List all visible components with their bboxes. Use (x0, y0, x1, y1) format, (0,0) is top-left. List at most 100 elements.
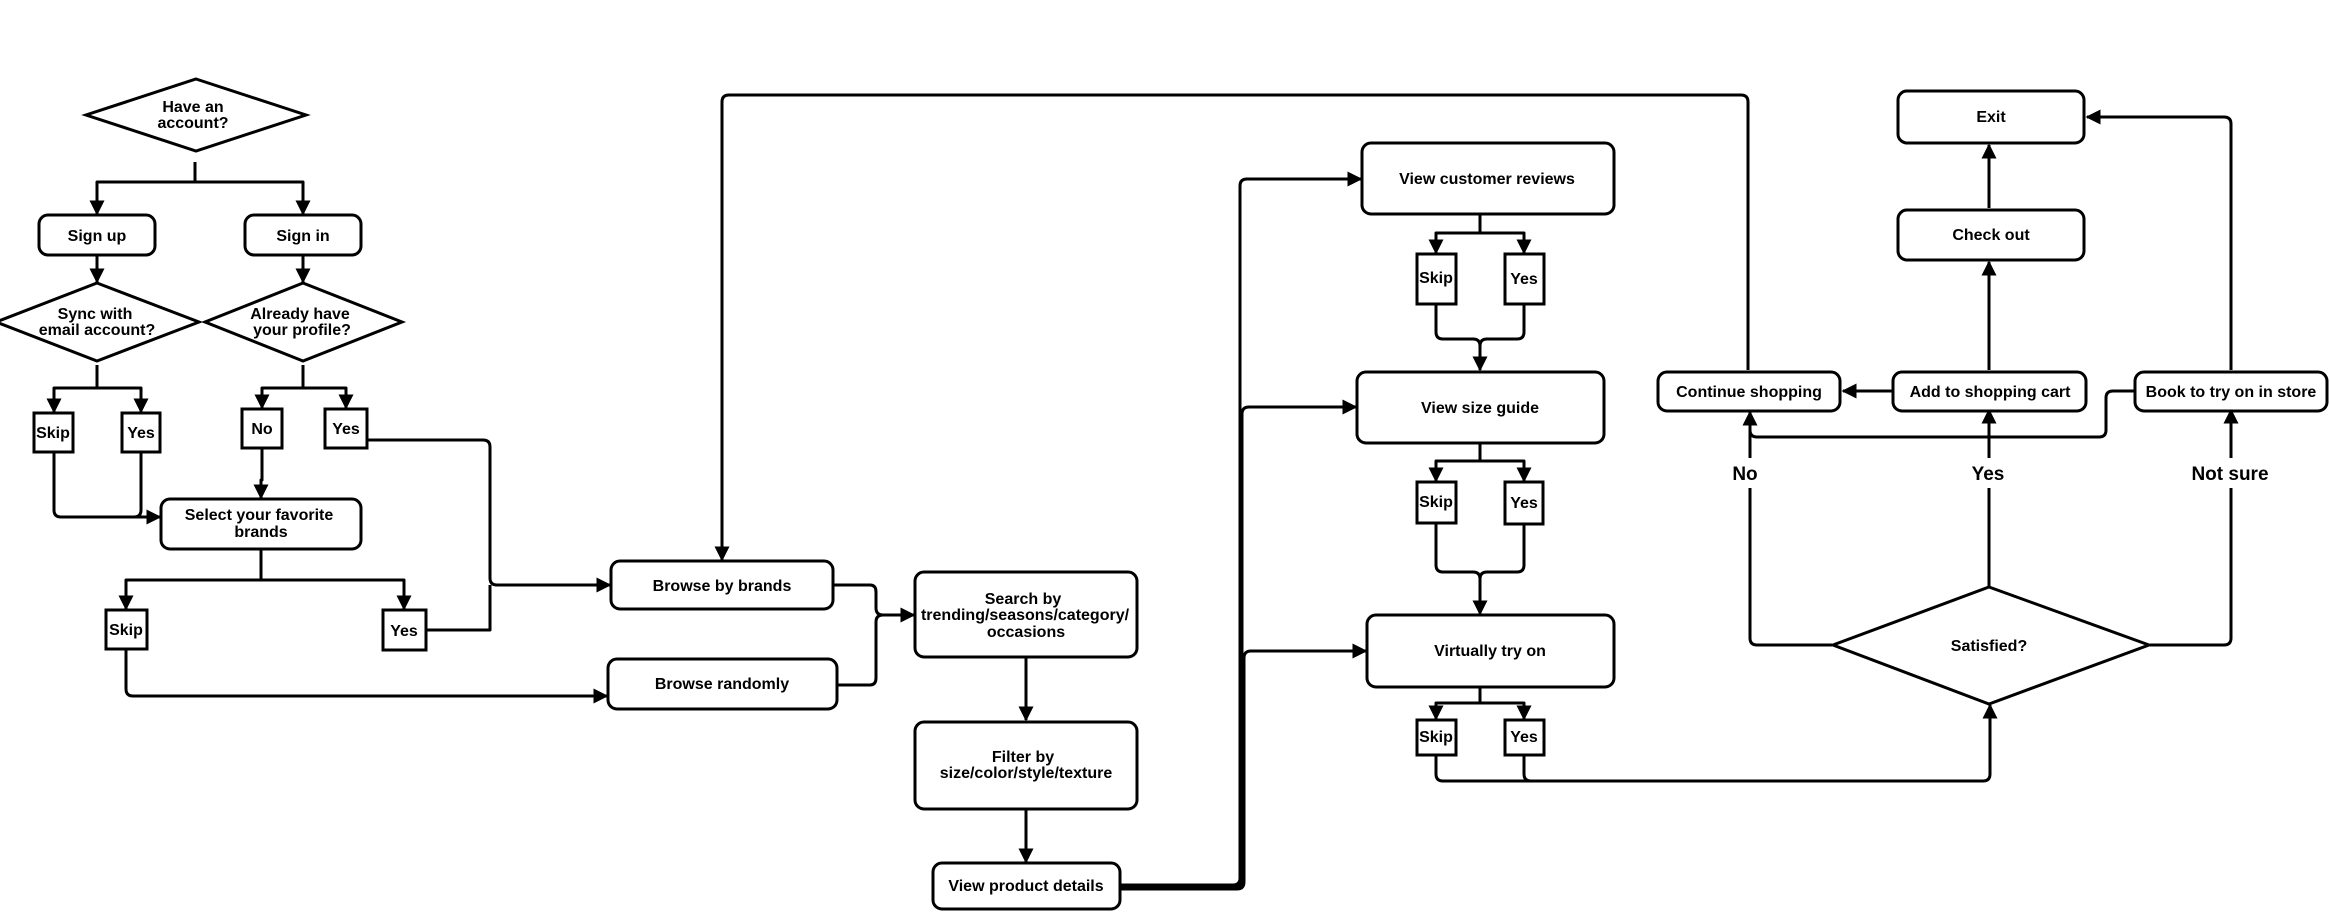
node-try-yes-label: Yes (1510, 729, 1538, 746)
node-search-by: Search by trending/seasons/category/ occ… (913, 570, 1139, 659)
node-add-cart: Add to shopping cart (1891, 370, 2088, 413)
node-continue-shopping: Continue shopping (1656, 370, 1842, 413)
node-try-yes: Yes (1503, 718, 1546, 757)
edge-no-to-brands (253, 449, 269, 500)
decision-satisfied: Satisfied? (1828, 585, 2154, 706)
edge-label-no: No (1732, 464, 1757, 485)
edge-details-to-sizeguide (1120, 399, 1358, 889)
node-sync-yes: Yes (120, 411, 162, 454)
node-book-store-label: Book to try on in store (2146, 384, 2317, 401)
edge-reviews-merge (1434, 305, 1488, 372)
edge-size-to-skip (1428, 443, 1482, 483)
edge-random-to-search (837, 613, 884, 687)
node-brands-yes-label: Yes (390, 623, 418, 640)
node-sync-skip-label: Skip (36, 425, 70, 442)
node-favorite-brands-line1: Select your favorite (185, 507, 334, 524)
edge-reviews-to-skip (1428, 215, 1482, 255)
node-browse-randomly: Browse randomly (606, 657, 839, 711)
node-sync-yes-label: Yes (127, 425, 155, 442)
node-profile-yes: Yes (323, 407, 369, 450)
edge-sync-yes-to-brands (133, 453, 143, 519)
node-favorite-brands: Select your favorite brands (159, 497, 363, 551)
node-sign-up: Sign up (37, 213, 157, 257)
node-sign-in: Sign in (243, 213, 363, 257)
edge-size-merge-yes (1478, 524, 1526, 580)
edge-book-to-exit (2085, 109, 2233, 370)
node-try-skip: Skip (1415, 718, 1458, 757)
edge-size-to-yes (1480, 459, 1532, 483)
decision-satisfied-label: Satisfied? (1951, 638, 2027, 655)
node-reviews-yes: Yes (1503, 252, 1546, 306)
decision-sync-email: Sync with email account? (0, 281, 204, 363)
edge-account-to-signin (195, 180, 311, 216)
node-exit: Exit (1896, 89, 2086, 145)
decision-already-profile: Already have your profile? (200, 281, 407, 363)
node-profile-no-label: No (251, 421, 273, 438)
edge-favbrands-to-skip (118, 550, 263, 611)
node-product-details: View product details (931, 861, 1122, 911)
edge-browse-to-search (833, 583, 916, 623)
edge-sync-to-yes (97, 386, 149, 414)
node-customer-reviews-label: View customer reviews (1399, 171, 1575, 188)
edge-labels: No Yes Not sure (1725, 458, 2272, 488)
edge-favbrands-to-yes (261, 578, 412, 611)
node-browse-brands: Browse by brands (609, 559, 835, 611)
node-check-out-label: Check out (1952, 227, 2030, 244)
node-virtual-try-label: Virtually try on (1434, 643, 1546, 660)
decision-sync-email-line2: email account? (39, 322, 155, 339)
node-size-guide-label: View size guide (1421, 400, 1539, 417)
edge-size-merge (1434, 524, 1488, 616)
edge-profile-to-yes (303, 386, 354, 410)
edge-try-to-yes (1480, 701, 1532, 721)
edge-brandsskip-to-random (124, 650, 609, 704)
node-profile-no: No (240, 407, 284, 450)
edges (46, 93, 2239, 891)
node-virtual-try: Virtually try on (1365, 613, 1616, 689)
node-sign-up-label: Sign up (68, 228, 127, 245)
node-book-store: Book to try on in store (2133, 370, 2329, 413)
node-size-guide: View size guide (1355, 370, 1606, 445)
edge-details-to-reviews (1120, 171, 1363, 887)
node-size-yes: Yes (1503, 480, 1545, 526)
edge-details-to-tryon (1120, 643, 1368, 891)
edge-label-not-sure: Not sure (2191, 464, 2268, 485)
node-browse-randomly-label: Browse randomly (655, 676, 789, 693)
edge-label-yes: Yes (1972, 464, 2005, 485)
edge-profile-to-no (254, 365, 305, 410)
node-sync-skip: Skip (32, 411, 75, 454)
decision-sync-email-line1: Sync with (58, 306, 133, 323)
edge-tryyes-to-satisfied (1522, 756, 1532, 783)
edge-book-to-continue (1748, 389, 2134, 439)
decision-already-profile-line1: Already have (250, 306, 350, 323)
node-add-cart-label: Add to shopping cart (1910, 384, 2072, 401)
node-search-by-line2: trending/seasons/category/ (921, 607, 1130, 624)
node-search-by-line1: Search by (985, 591, 1062, 608)
edge-satisfied-notsure (2150, 408, 2239, 647)
node-profile-yes-label: Yes (332, 421, 360, 438)
node-try-skip-label: Skip (1419, 729, 1453, 746)
edge-profileyes-to-browse (366, 438, 612, 593)
edge-satisfied-no (1742, 410, 1832, 647)
node-favorite-brands-line2: brands (234, 524, 287, 541)
node-brands-skip: Skip (104, 608, 149, 651)
node-filter-by: Filter by size/color/style/texture (913, 720, 1139, 811)
node-browse-brands-label: Browse by brands (653, 578, 792, 595)
node-filter-by-line1: Filter by (992, 749, 1054, 766)
node-reviews-yes-label: Yes (1510, 271, 1538, 288)
decision-already-profile-line2: your profile? (253, 322, 351, 339)
edge-try-to-skip (1428, 688, 1482, 721)
node-reviews-skip: Skip (1415, 252, 1458, 306)
node-sign-in-label: Sign in (276, 228, 329, 245)
nodes: Have an account? Sign up Sign in Sync wi… (0, 77, 2329, 911)
node-size-skip: Skip (1415, 480, 1458, 525)
node-reviews-skip-label: Skip (1419, 270, 1453, 287)
edge-tryskip-to-satisfied (1434, 703, 1998, 783)
node-search-by-line3: occasions (987, 624, 1065, 641)
node-check-out: Check out (1896, 208, 2086, 262)
node-customer-reviews: View customer reviews (1360, 141, 1616, 216)
node-brands-yes: Yes (381, 608, 428, 652)
edge-reviews-merge-yes (1478, 305, 1526, 347)
node-brands-skip-label: Skip (109, 622, 143, 639)
decision-have-account-line1: Have an (162, 99, 223, 116)
node-filter-by-line2: size/color/style/texture (940, 765, 1113, 782)
